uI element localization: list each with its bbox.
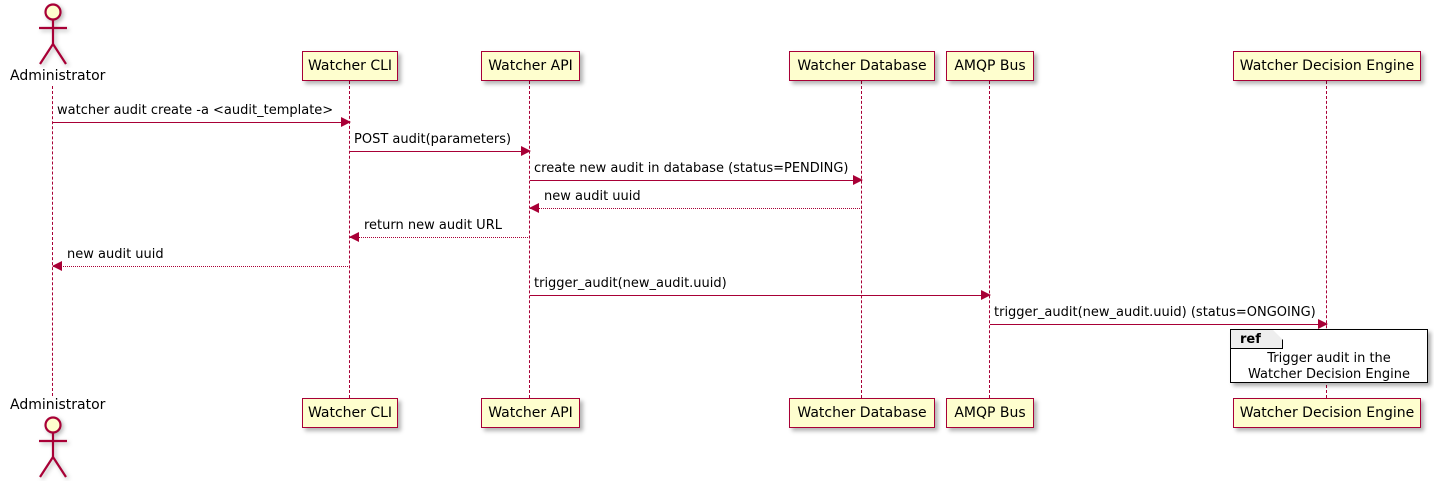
arrow-head-icon <box>521 146 531 156</box>
arrow-head-icon <box>853 175 863 185</box>
participant-label: Watcher Decision Engine <box>1239 405 1415 421</box>
participant-api-top: Watcher API <box>481 51 580 81</box>
participant-engine-bottom: Watcher Decision Engine <box>1233 398 1421 428</box>
arrow-head-icon <box>341 117 351 127</box>
participant-amqp-bottom: AMQP Bus <box>946 398 1034 428</box>
arrow-head-icon <box>349 232 359 242</box>
participant-label: Watcher Database <box>797 58 927 74</box>
message-label: POST audit(parameters) <box>354 132 512 147</box>
message-line <box>53 122 350 123</box>
participant-engine-top: Watcher Decision Engine <box>1233 51 1421 81</box>
participant-label: Watcher API <box>488 405 573 421</box>
participant-label: Watcher API <box>488 58 573 74</box>
message-line <box>990 324 1327 325</box>
actor-label-top: Administrator <box>10 68 106 84</box>
actor-figure-bottom <box>31 415 75 485</box>
message-label: new audit uuid <box>67 247 164 262</box>
participant-label: Watcher Database <box>797 405 927 421</box>
message-label: trigger_audit(new_audit.uuid) (status=ON… <box>994 305 1316 320</box>
participant-label: Watcher Decision Engine <box>1239 58 1415 74</box>
message-label: create new audit in database (status=PEN… <box>534 161 849 176</box>
participant-api-bottom: Watcher API <box>481 398 580 428</box>
message-line <box>530 180 862 181</box>
actor-label-bottom: Administrator <box>10 397 106 413</box>
lifeline-amqp <box>989 81 991 398</box>
message-line <box>350 151 530 152</box>
arrow-head-icon <box>52 261 62 271</box>
participant-label: AMQP Bus <box>954 405 1026 421</box>
participant-cli-top: Watcher CLI <box>302 51 398 81</box>
lifeline-api <box>529 81 531 398</box>
message-label: watcher audit create -a <audit_template> <box>57 103 334 118</box>
participant-amqp-top: AMQP Bus <box>946 51 1034 81</box>
lifeline-engine <box>1326 81 1328 398</box>
message-line <box>350 237 530 238</box>
participant-db-bottom: Watcher Database <box>789 398 935 428</box>
arrow-head-icon <box>1318 319 1328 329</box>
participant-db-top: Watcher Database <box>789 51 935 81</box>
participant-label: Watcher CLI <box>307 58 393 74</box>
participant-label: Watcher CLI <box>307 405 393 421</box>
arrow-head-icon <box>981 290 991 300</box>
participant-cli-bottom: Watcher CLI <box>302 398 398 428</box>
message-label: new audit uuid <box>544 189 641 204</box>
lifeline-db <box>861 81 863 398</box>
ref-fragment-tab: ref <box>1231 330 1283 349</box>
participant-label: AMQP Bus <box>954 58 1026 74</box>
ref-fragment-line: Trigger audit in the <box>1267 351 1391 366</box>
message-label: trigger_audit(new_audit.uuid) <box>534 276 727 291</box>
actor-figure-top <box>31 2 75 72</box>
message-line <box>530 208 862 209</box>
lifeline-actor <box>52 86 54 396</box>
message-label: return new audit URL <box>364 218 502 233</box>
arrow-head-icon <box>529 203 539 213</box>
message-line <box>53 266 350 267</box>
message-line <box>530 295 990 296</box>
ref-fragment-line: Watcher Decision Engine <box>1248 367 1410 382</box>
